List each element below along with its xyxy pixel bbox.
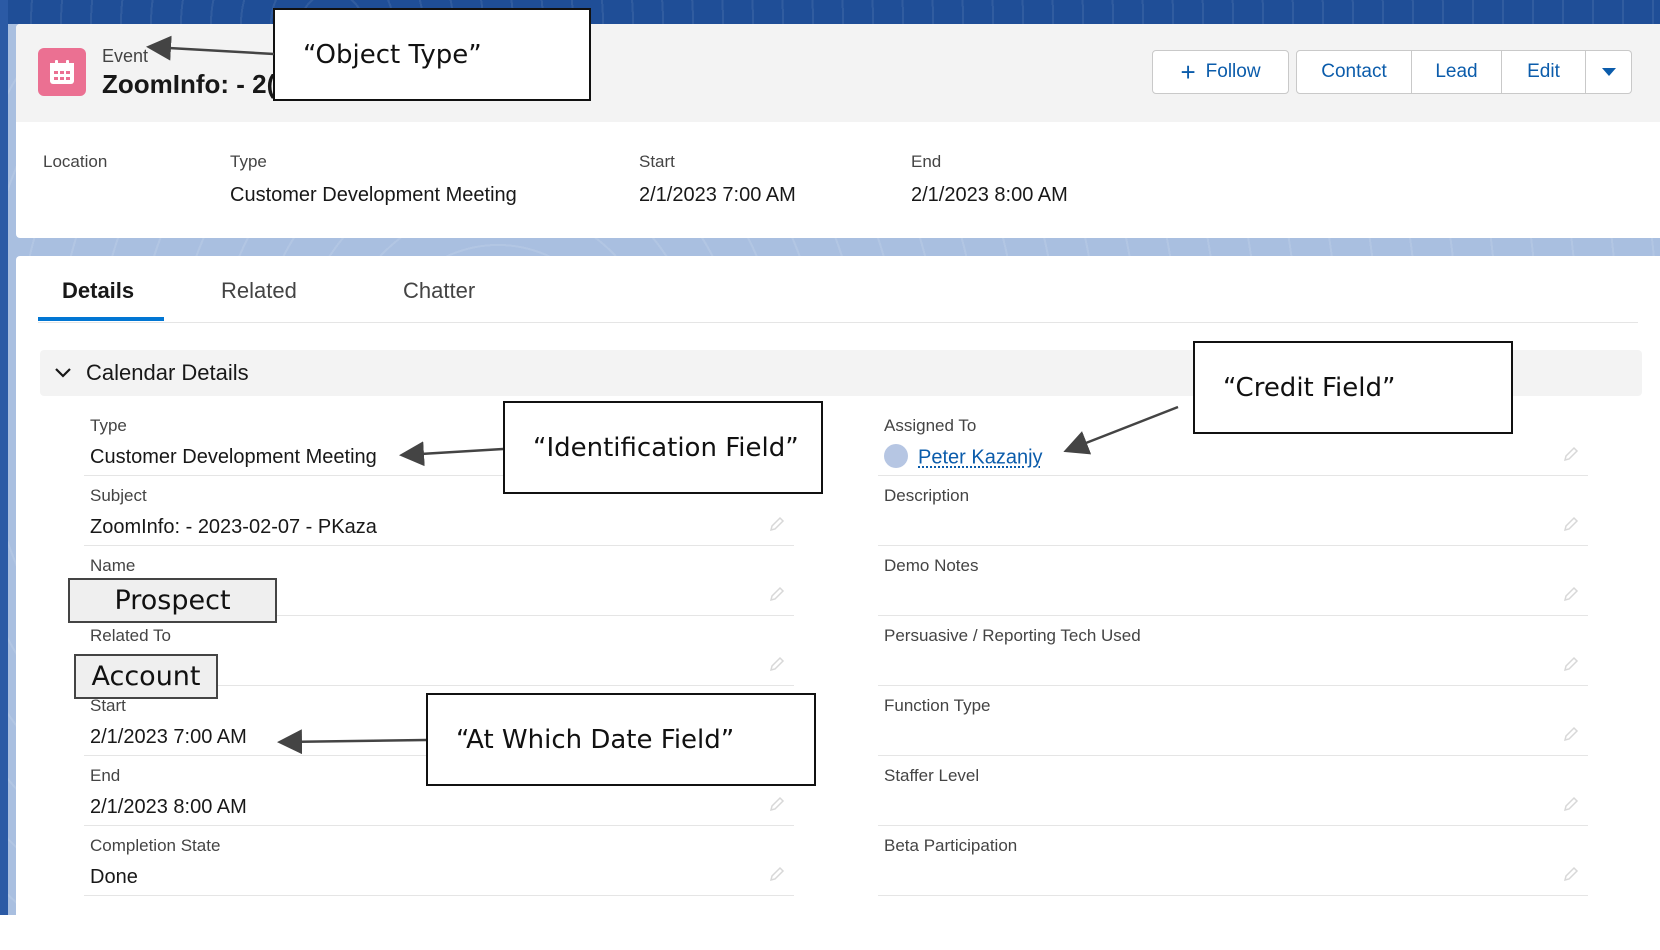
pencil-icon[interactable] <box>1562 795 1580 813</box>
action-buttons: + Follow Contact Lead Edit <box>1152 50 1632 94</box>
pencil-icon[interactable] <box>1562 585 1580 603</box>
field-value: ZoomInfo: - 2023-02-07 - PKaza <box>90 516 377 538</box>
annotation-prospect: Prospect <box>68 578 277 623</box>
pencil-icon[interactable] <box>768 515 786 533</box>
avatar <box>884 444 908 468</box>
field-value: Customer Development Meeting <box>90 446 377 468</box>
pencil-icon[interactable] <box>768 795 786 813</box>
highlights-panel: Location Type Customer Development Meeti… <box>16 122 1660 238</box>
field-related-to: Related To <box>84 616 794 686</box>
record-title: ZoomInfo: - 2( <box>102 69 276 99</box>
field-end: End 2/1/2023 8:00 AM <box>84 756 794 826</box>
field-label: Description <box>884 486 970 505</box>
field-subject: Subject ZoomInfo: - 2023-02-07 - PKaza <box>84 476 794 546</box>
highlight-label: Type <box>230 152 267 171</box>
field-label: Related To <box>90 626 171 645</box>
field-label: Assigned To <box>884 416 977 435</box>
pencil-icon[interactable] <box>1562 725 1580 743</box>
field-label: Name <box>90 556 136 575</box>
highlight-type: Type Customer Development Meeting <box>230 152 517 207</box>
highlight-label: Location <box>43 152 108 171</box>
button-group: Contact Lead Edit <box>1296 50 1632 94</box>
calendar-icon <box>38 48 86 96</box>
pencil-icon[interactable] <box>1562 865 1580 883</box>
chevron-down-icon <box>1601 68 1616 76</box>
pencil-icon[interactable] <box>768 865 786 883</box>
top-banner <box>0 0 1660 24</box>
field-label: Staffer Level <box>884 766 980 785</box>
pencil-icon[interactable] <box>768 585 786 603</box>
field-type: Type Customer Development Meeting <box>84 406 794 476</box>
pencil-icon[interactable] <box>1562 445 1580 463</box>
field-label: Beta Participation <box>884 836 1018 855</box>
follow-label: Follow <box>1205 61 1261 82</box>
field-assigned-to: Assigned To Peter Kazanjy <box>878 406 1588 476</box>
field-label: Demo Notes <box>884 556 979 575</box>
field-value: 2/1/2023 8:00 AM <box>90 796 247 818</box>
record-header-top: Event ZoomInfo: - 2( + Follow Contact Le… <box>16 24 1660 122</box>
field-label: Function Type <box>884 696 991 715</box>
field-value: 2/1/2023 7:00 AM <box>90 726 247 748</box>
highlight-value: 2/1/2023 7:00 AM <box>639 184 796 206</box>
highlight-value: Customer Development Meeting <box>230 184 517 206</box>
left-banner <box>0 0 8 915</box>
highlight-label: End <box>911 152 942 171</box>
record-header: Event ZoomInfo: - 2( + Follow Contact Le… <box>16 24 1660 238</box>
field-description: Description <box>878 476 1588 546</box>
field-value: Done <box>90 866 138 888</box>
highlight-start: Start 2/1/2023 7:00 AM <box>639 152 796 207</box>
tab-related[interactable]: Related <box>221 278 297 303</box>
field-beta-participation: Beta Participation <box>878 826 1588 896</box>
annotation-credit-field: “Credit Field” <box>1193 341 1513 434</box>
tab-chatter[interactable]: Chatter <box>403 278 476 303</box>
highlight-end: End 2/1/2023 8:00 AM <box>911 152 1068 207</box>
field-label: Type <box>90 416 127 435</box>
section-title: Calendar Details <box>86 360 249 385</box>
field-completion-state: Completion State Done <box>84 826 794 896</box>
tab-details[interactable]: Details <box>62 278 135 303</box>
field-demo-notes: Demo Notes <box>878 546 1588 616</box>
annotation-identification-field: “Identification Field” <box>503 401 823 494</box>
app-frame: Event ZoomInfo: - 2( + Follow Contact Le… <box>0 0 1660 915</box>
pencil-icon[interactable] <box>1562 515 1580 533</box>
field-value: Peter Kazanjy <box>884 444 1043 470</box>
annotation-date-field: “At Which Date Field” <box>426 693 816 786</box>
object-type-label: Event <box>102 46 149 66</box>
tab-bar: Details Related Chatter <box>38 256 1638 323</box>
highlight-value: 2/1/2023 8:00 AM <box>911 184 1068 206</box>
lead-button[interactable]: Lead <box>1412 50 1502 94</box>
active-tab-indicator <box>38 317 164 321</box>
field-label: Completion State <box>90 836 221 855</box>
contact-button[interactable]: Contact <box>1296 50 1412 94</box>
annotation-account: Account <box>74 654 218 699</box>
field-label: Start <box>90 696 126 715</box>
assigned-user-link[interactable]: Peter Kazanjy <box>918 446 1043 469</box>
highlight-location: Location <box>43 152 107 184</box>
plus-icon: + <box>1180 57 1196 87</box>
pencil-icon[interactable] <box>768 655 786 673</box>
annotation-object-type: “Object Type” <box>273 8 591 101</box>
field-persuasive-tech: Persuasive / Reporting Tech Used <box>878 616 1588 686</box>
field-label: Persuasive / Reporting Tech Used <box>884 626 1141 645</box>
field-staffer-level: Staffer Level <box>878 756 1588 826</box>
field-label: End <box>90 766 121 785</box>
field-label: Subject <box>90 486 147 505</box>
chevron-down-icon <box>55 368 71 378</box>
field-function-type: Function Type <box>878 686 1588 756</box>
edit-button[interactable]: Edit <box>1502 50 1586 94</box>
more-actions-button[interactable] <box>1586 50 1632 94</box>
pencil-icon[interactable] <box>1562 655 1580 673</box>
highlight-label: Start <box>639 152 675 171</box>
follow-button[interactable]: + Follow <box>1152 50 1289 94</box>
field-name: Name <box>84 546 794 616</box>
